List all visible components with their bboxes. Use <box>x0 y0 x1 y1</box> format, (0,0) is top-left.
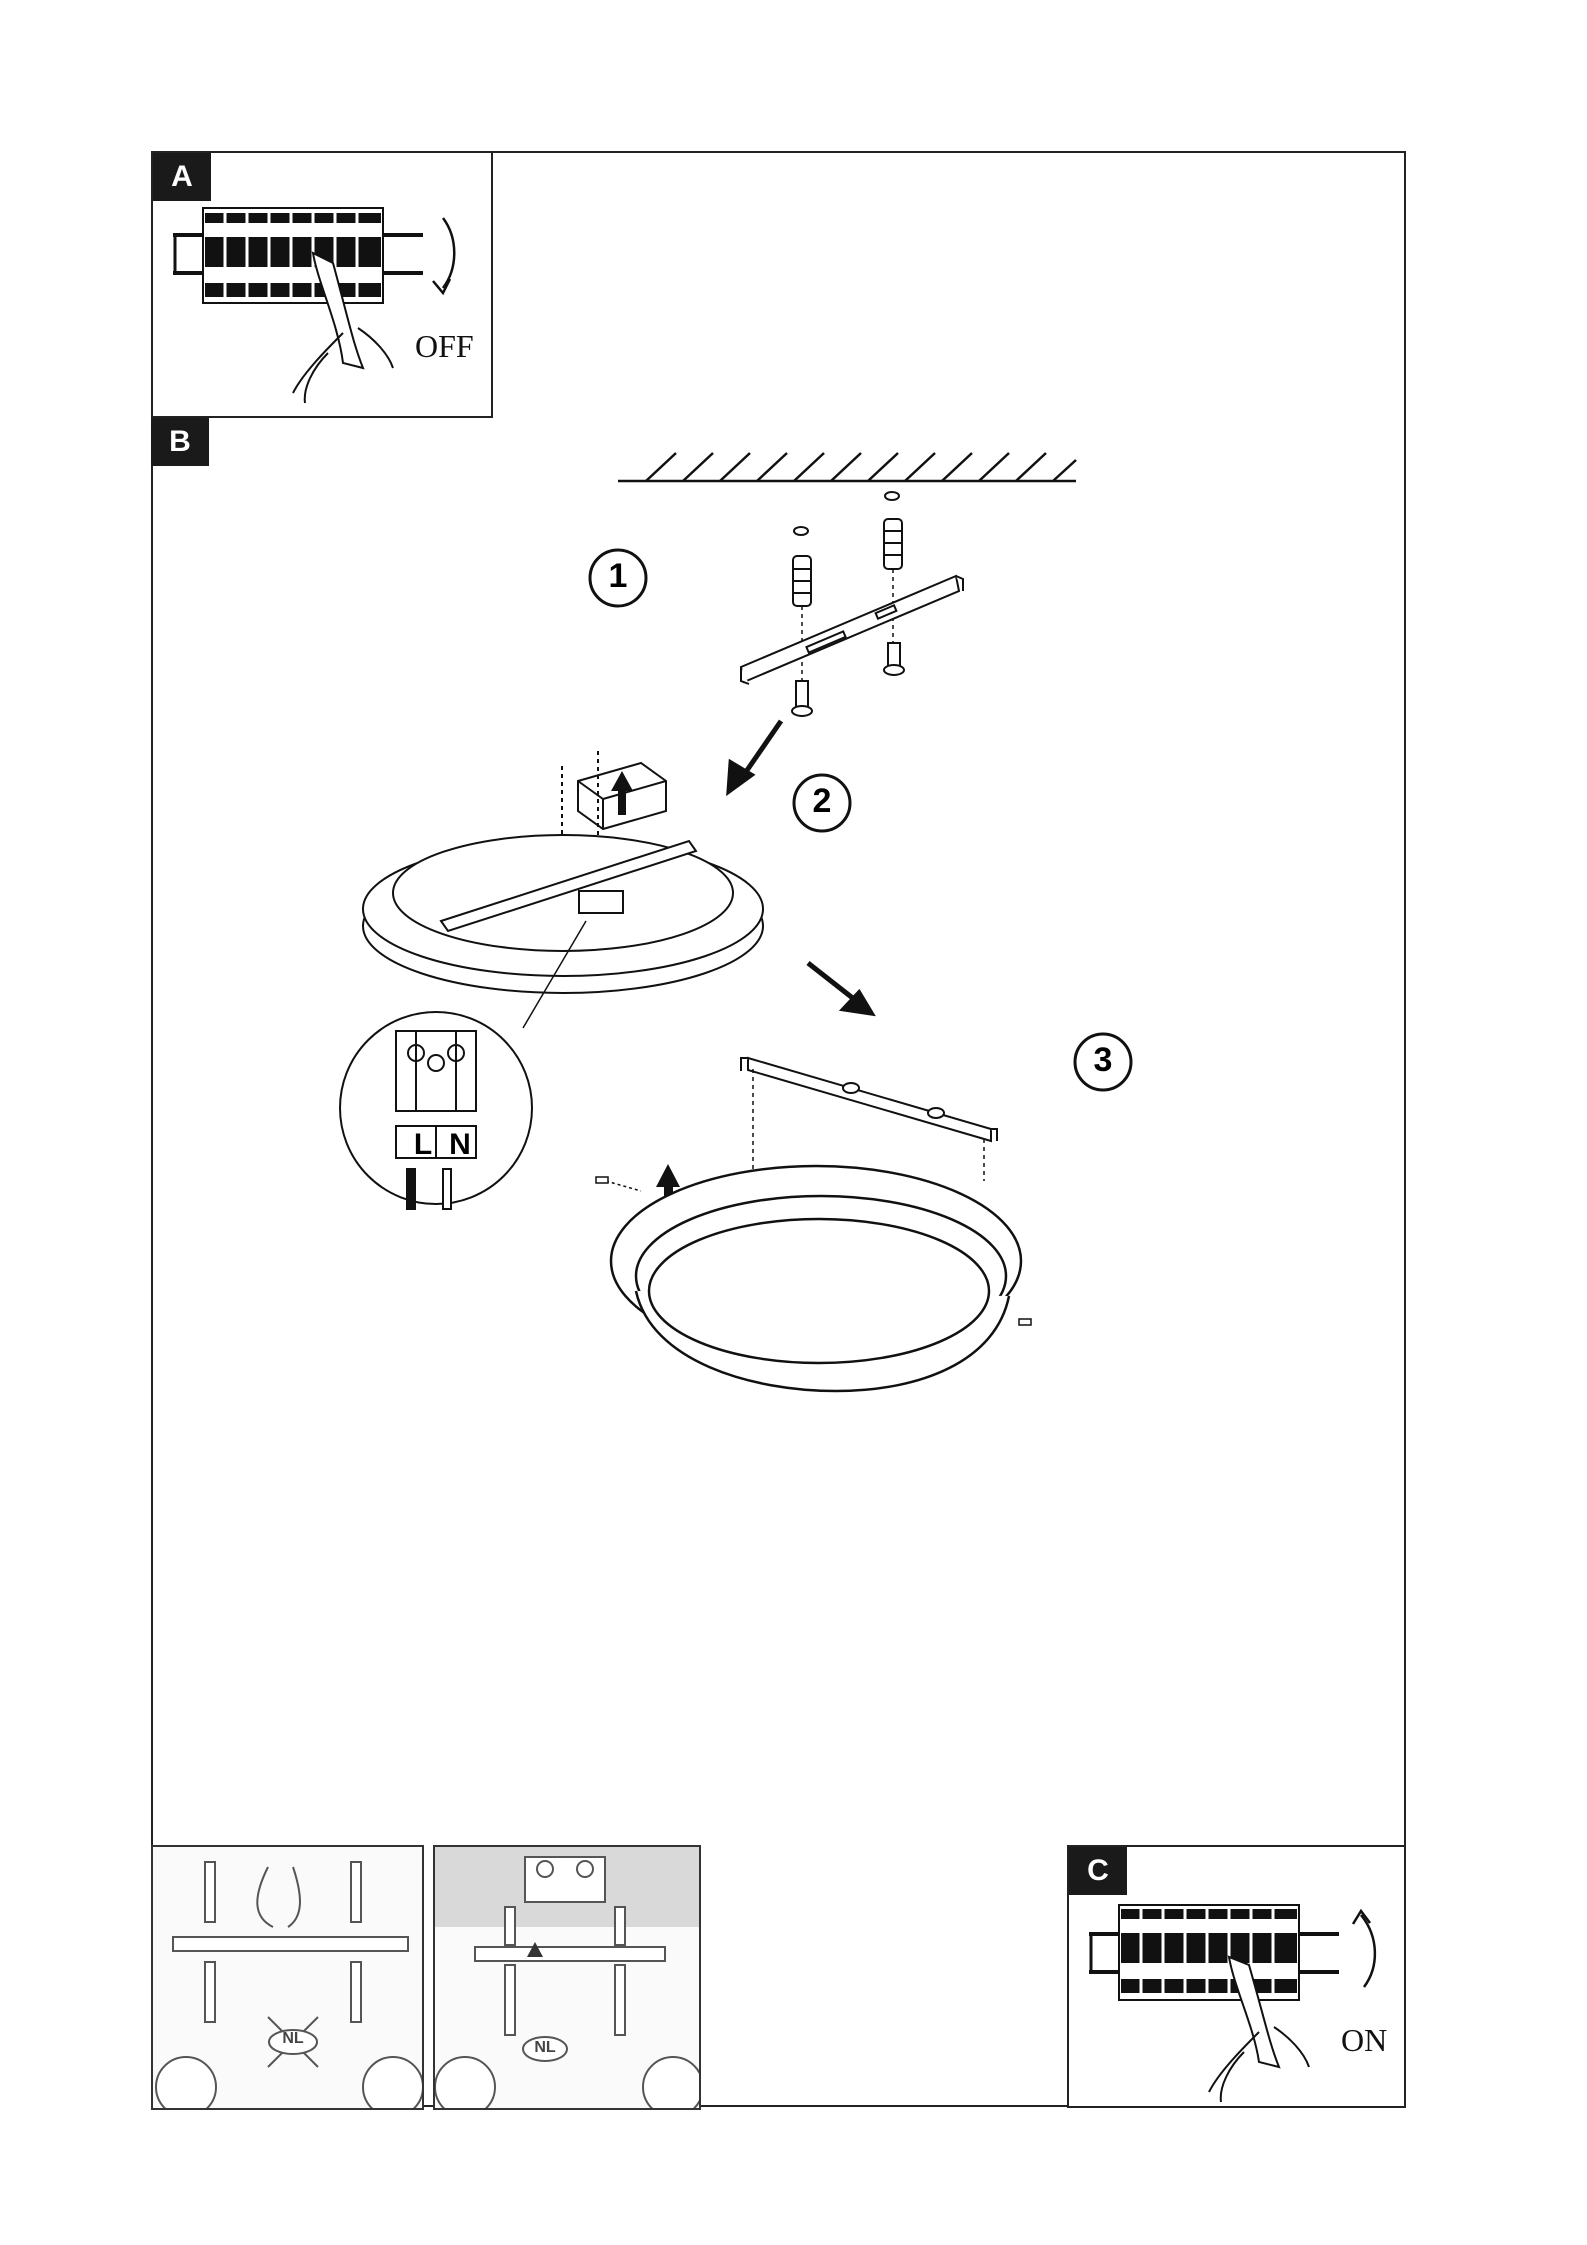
step-1-label: 1 <box>603 557 633 596</box>
terminal-neutral-label: N <box>441 1128 479 1162</box>
terminal-magnifier <box>340 1012 532 1209</box>
breaker-on-illustration <box>1069 1847 1406 2108</box>
thumbnail-incorrect-drawing <box>153 1847 424 2110</box>
thumbnail-correct-mounting: NL <box>433 1845 701 2110</box>
step-3-label: 3 <box>1088 1041 1118 1080</box>
bracket-step-3 <box>741 1058 997 1141</box>
installation-diagram <box>151 151 1406 2001</box>
arrow-step2-to-step3 <box>808 963 871 1013</box>
ceiling <box>618 453 1076 481</box>
wall-plug-left <box>793 527 811 606</box>
luminaire-base <box>363 835 763 993</box>
thumbnail-correct-drawing <box>435 1847 701 2110</box>
thumbnail-right-marker: NL <box>530 2039 560 2057</box>
mounting-bracket <box>741 576 963 684</box>
thumbnail-wrong-marker: NL <box>278 2030 308 2048</box>
terminal-live-label: L <box>404 1128 442 1162</box>
step-2-label: 2 <box>807 782 837 821</box>
arrow-step1-to-step2 <box>729 721 781 791</box>
on-label: ON <box>1341 2022 1387 2059</box>
wall-plug-right <box>884 492 902 569</box>
thumbnail-incorrect-mounting: NL <box>151 1845 424 2110</box>
finished-luminaire <box>611 1166 1021 1391</box>
panel-c: C ON <box>1067 1845 1406 2108</box>
